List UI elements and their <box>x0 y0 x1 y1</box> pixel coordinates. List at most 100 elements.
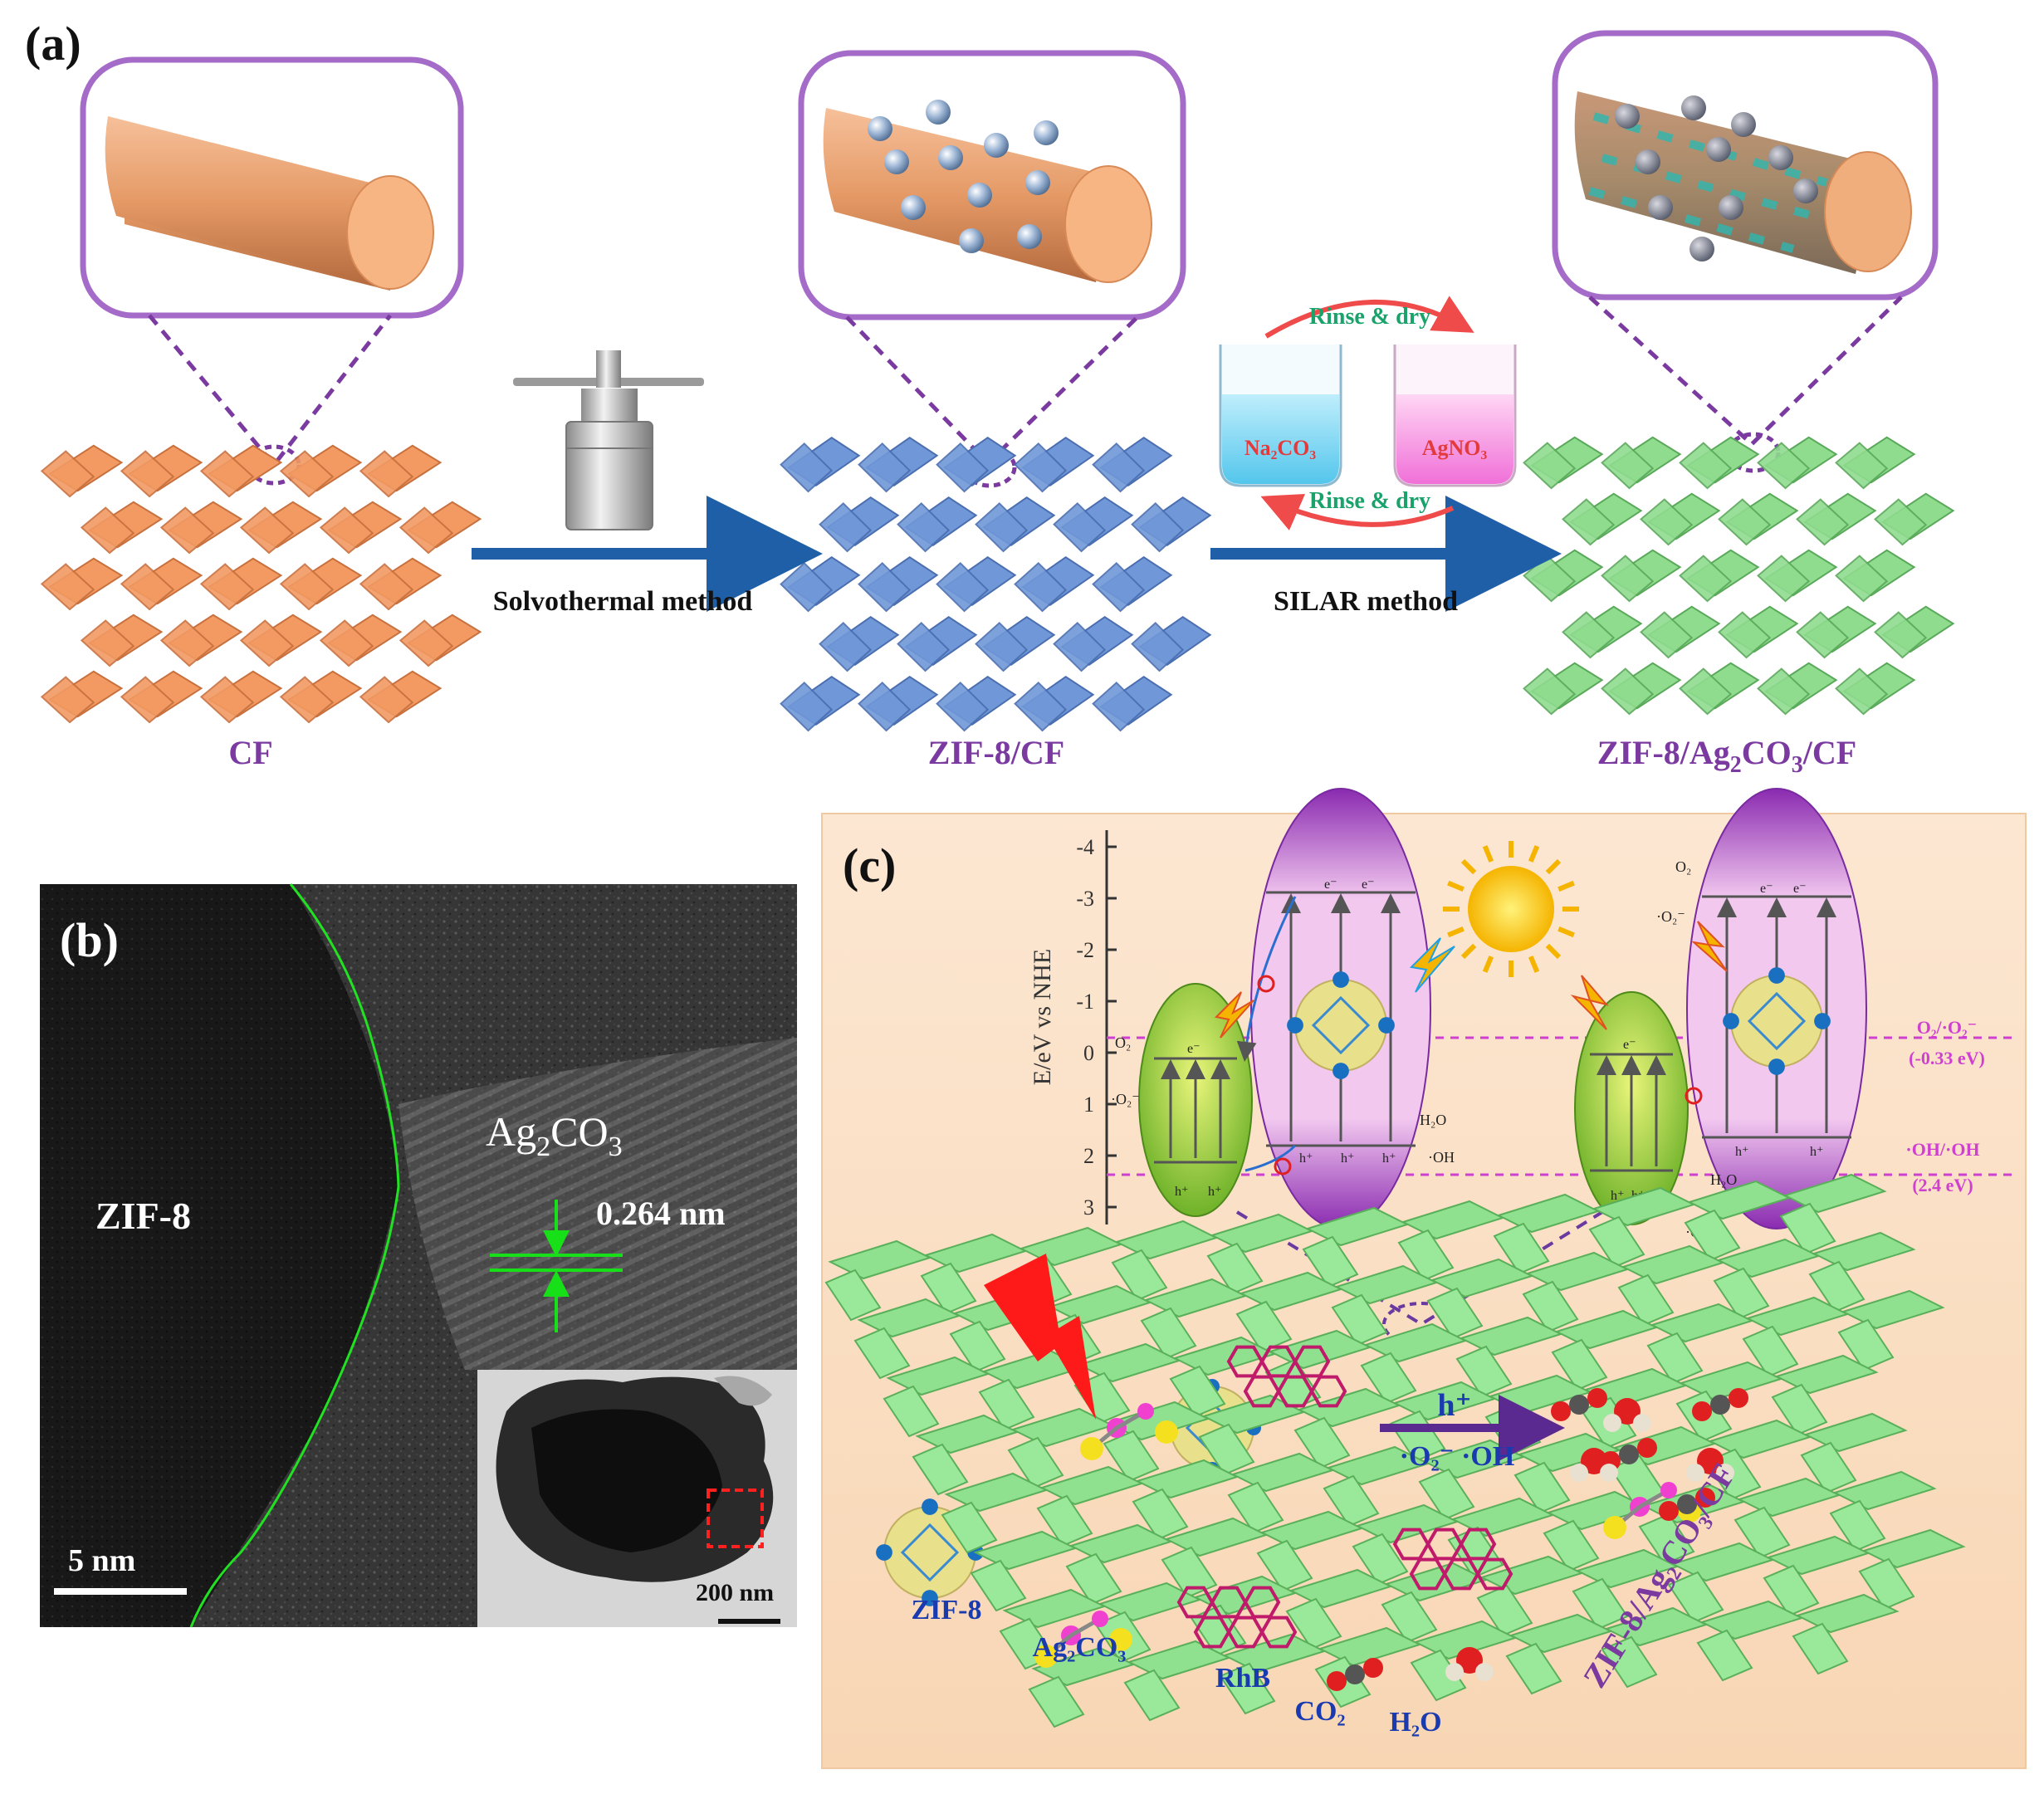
h2o-label-left: H₂O <box>1420 1112 1446 1128</box>
fabric-strip <box>40 450 95 498</box>
axis-tick-label: -2 <box>1076 938 1094 962</box>
fabric-strip <box>970 1559 1027 1612</box>
fabric-strip <box>780 442 834 493</box>
fabric-strip <box>1092 682 1146 732</box>
zif-sphere <box>901 195 926 220</box>
fabric-strip <box>1874 611 1928 659</box>
fabric-strip <box>824 1269 882 1322</box>
zif-sphere <box>926 100 951 125</box>
step2-label: SILAR method <box>1274 586 1458 617</box>
axis-tick-label: 0 <box>1083 1041 1094 1065</box>
fabric-strip <box>120 450 175 498</box>
fabric-strip <box>975 502 1029 553</box>
zoom-circle-zif <box>962 447 1017 488</box>
fabric-zif <box>780 436 1212 732</box>
oh-potential-value: (2.4 eV) <box>1912 1175 1973 1195</box>
scale-main-label: 5 nm <box>68 1543 135 1578</box>
beaker-na2co3: Na₂CO₃ <box>1219 345 1342 487</box>
interface-line <box>189 883 400 1628</box>
sample-cf-label: CF <box>228 734 272 771</box>
fabric-strip <box>1562 498 1616 546</box>
light-bolt-icons <box>1214 921 1728 1039</box>
composite-rod <box>1574 91 1912 274</box>
rinse-top-label: Rinse & dry <box>1309 304 1430 330</box>
zif-sphere <box>967 183 992 208</box>
fabric-strip <box>1092 442 1146 493</box>
fabric-strip <box>40 563 95 611</box>
beaker2-label: AgNO₃ <box>1422 436 1488 460</box>
zif8-crystal <box>1730 975 1823 1068</box>
fabric-strip <box>941 1501 998 1554</box>
h2o-label-right: H₂O <box>1710 1171 1737 1188</box>
fabric-strip <box>1874 498 1928 546</box>
scale-main-bar <box>54 1588 187 1595</box>
fabric-strip <box>897 502 951 553</box>
fabric-strip <box>1718 498 1772 546</box>
sample-zif-label: ZIF-8/CF <box>928 734 1064 771</box>
sample-composite-label: ZIF-8/Ag2CO3/CF <box>1597 734 1856 778</box>
svg-text:e⁻: e⁻ <box>1324 877 1337 892</box>
fabric-strip <box>199 450 255 498</box>
fabric-strip <box>883 1385 940 1438</box>
fabric-strip <box>1601 555 1655 603</box>
o2-minus-label-left: ·O₂⁻ <box>1111 1091 1140 1107</box>
fabric-strip <box>159 619 215 667</box>
svg-text:h⁺: h⁺ <box>1175 1185 1188 1199</box>
co2-molecule <box>1551 1401 1571 1421</box>
fabric-strip <box>1640 611 1694 659</box>
sun-ray <box>1528 845 1540 863</box>
fabric-strip <box>1014 562 1068 613</box>
fabric-strip <box>853 1327 911 1380</box>
fabric-strip <box>279 450 335 498</box>
h2o-molecule <box>1614 1398 1641 1425</box>
svg-text:e⁻: e⁻ <box>1760 882 1773 896</box>
inset-selection-box <box>707 1488 764 1548</box>
fabric-strip <box>359 450 414 498</box>
panel-a-label: (a) <box>25 17 81 71</box>
sun-ray <box>1557 880 1575 892</box>
sun-ray <box>1447 926 1465 938</box>
rinse-bottom-label: Rinse & dry <box>1309 488 1430 514</box>
zif8-region <box>40 884 398 1627</box>
fabric-strip <box>1219 1662 1276 1715</box>
sun-ray <box>1545 943 1562 960</box>
fabric-strip <box>1014 682 1068 732</box>
h2o-molecule <box>1581 1448 1607 1474</box>
fabric-strip <box>1679 442 1733 490</box>
rhb-molecule <box>1259 1616 1298 1649</box>
fabric-strip <box>199 563 255 611</box>
zif-sphere <box>884 149 909 174</box>
zoom-lines <box>148 296 1903 468</box>
composite-sphere <box>1768 145 1793 170</box>
sun-ray <box>1460 943 1477 960</box>
step1-label: Solvothermal method <box>493 586 753 617</box>
fabric-strip <box>1505 1642 1562 1695</box>
fabric-strip <box>1028 1675 1085 1728</box>
fabric-strip <box>359 563 414 611</box>
electron-labels: e⁻ e⁻ e⁻ e⁻ e⁻ e⁻ <box>1187 877 1807 1056</box>
fabric-strip <box>1757 442 1811 490</box>
h2o-molecule <box>1697 1448 1724 1474</box>
axis-tick-label: -4 <box>1076 835 1094 859</box>
oh-label-left: ·OH <box>1428 1149 1455 1166</box>
svg-text:e⁻: e⁻ <box>1187 1042 1200 1056</box>
fabric-strip <box>897 622 951 672</box>
sun-ray <box>1545 858 1562 875</box>
zif-sphere <box>959 228 984 253</box>
fabric-strip <box>199 676 255 724</box>
fabric-strip <box>1679 667 1733 716</box>
axis-tick-label: 1 <box>1083 1093 1094 1117</box>
band-arrows-left <box>1154 891 1416 1164</box>
o2-minus-label-right: ·O₂⁻ <box>1656 908 1685 925</box>
fabric-strip <box>936 682 990 732</box>
radicals-label: ·O₂⁻ ·OH <box>1400 1441 1515 1472</box>
fabric-strip <box>1835 555 1889 603</box>
autoclave-icon <box>513 350 704 530</box>
fabric-strip <box>1718 611 1772 659</box>
panel-a: (a) <box>25 17 1955 778</box>
fabric-strip <box>359 676 414 724</box>
zif-sphere <box>984 133 1009 158</box>
